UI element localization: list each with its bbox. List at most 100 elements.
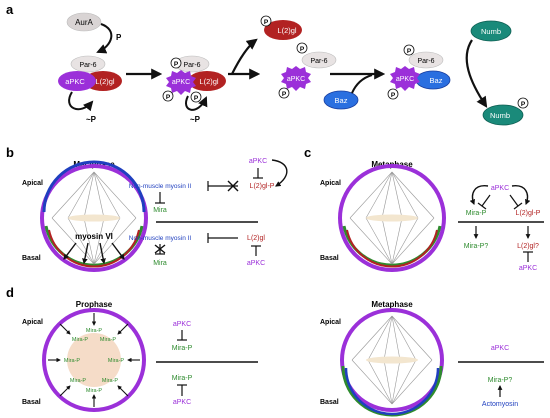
l2gl-ellipse-2 <box>188 71 226 91</box>
par6-ellipse <box>70 55 106 73</box>
par6-label: Par-6 <box>79 62 96 69</box>
d-metaphase-basal: Basal <box>320 399 339 406</box>
apkc-label: aPKC <box>65 77 85 86</box>
b-nm-myosin-bottom: Non-muscle myosin II <box>129 235 192 242</box>
d-mira-p: Mira-P <box>100 337 117 343</box>
c-spindle <box>349 171 435 265</box>
phospho-icon <box>517 97 529 109</box>
d-metaphase-plate <box>366 356 418 364</box>
c-metaphase-plate <box>366 214 418 222</box>
numb-label: Numb <box>481 27 501 36</box>
c-cortex-ring <box>338 164 446 272</box>
d-spindle <box>351 315 433 405</box>
c-apkc-mira-arrow <box>469 185 489 206</box>
panel-label-b: b <box>6 145 14 160</box>
b-basal-label: Basal <box>22 255 41 262</box>
apkc-star-4 <box>390 66 420 91</box>
d-prophase-title: Prophase <box>76 300 113 309</box>
phospho-label: P <box>300 46 305 53</box>
apkc-label-2: aPKC <box>172 79 190 86</box>
aura-p-label: P <box>116 33 122 42</box>
d-mira-p: Mira-P <box>102 378 119 384</box>
phospho-label: P <box>174 61 179 68</box>
b-apkc-phos-arrow <box>271 159 288 187</box>
phospho-label: P <box>166 94 171 101</box>
b-blocked-cross-2 <box>154 244 166 254</box>
b-mira-bottom: Mira <box>153 260 167 267</box>
phospho-label: P <box>264 19 269 26</box>
c-l2gl-p-label: L(2)gl-P <box>516 210 541 217</box>
c-basal-label: Basal <box>320 255 339 262</box>
phospho-label: P <box>282 91 287 98</box>
c-apkc-l2gl-arrow <box>511 185 531 206</box>
apkc-ellipse <box>58 71 96 91</box>
b-spindle <box>51 171 137 265</box>
b-apkc-bottom: aPKC <box>247 260 265 267</box>
d-mira-p: Mira-P <box>108 358 125 364</box>
d-mira-p-bottom: Mira-P <box>172 375 193 382</box>
d-mira-p-cluster: Mira-P Mira-P Mira-P Mira-P Mira-P Mira-… <box>64 328 125 394</box>
apkc-star-3 <box>281 66 311 91</box>
par6-label-2: Par-6 <box>183 62 200 69</box>
d-mira-p: Mira-P <box>64 358 81 364</box>
tilde-p-label-2: ~P <box>190 115 201 124</box>
d-mira-import-arrows <box>48 313 140 407</box>
d-apkc-bottom: aPKC <box>173 399 191 406</box>
free-l2gl-label: L(2)gl <box>277 26 297 35</box>
par6-label-3: Par-6 <box>310 58 327 65</box>
baz-label: Baz <box>335 96 348 105</box>
apkc-label-4: aPKC <box>396 76 414 83</box>
phospho-icon <box>296 42 308 54</box>
b-l2gl-p-label: L(2)gl-P <box>250 183 275 190</box>
baz-ellipse <box>323 90 359 110</box>
d-mira-p: Mira-P <box>70 378 87 384</box>
b-myosin-vi-arrows <box>63 242 125 265</box>
free-l2gl-ellipse <box>264 20 302 40</box>
c-apical-label: Apical <box>320 180 341 187</box>
phospho-icon <box>170 57 182 69</box>
d-nucleus <box>67 333 121 387</box>
d-actomyosin-basal-arc <box>344 367 440 416</box>
b-myosin-ii-apical-arc <box>42 160 146 213</box>
d-apkc-top: aPKC <box>173 321 191 328</box>
c-inhibit-bar <box>513 202 523 210</box>
c-apkc-label: aPKC <box>491 185 509 192</box>
c-mira-pq-label: Mira-P? <box>464 243 489 250</box>
d-mira-p-top: Mira-P <box>172 345 193 352</box>
aura-ellipse <box>66 12 102 32</box>
c-inhibit-mira <box>481 194 491 207</box>
phos-transfer-arrow <box>185 95 208 111</box>
panel-label-a: a <box>6 2 14 17</box>
autophos-arrow <box>68 91 94 112</box>
b-metaphase-plate <box>68 214 120 222</box>
c-inhibit-l2gl <box>509 194 519 207</box>
b-l2gl-basal-arc <box>48 229 140 268</box>
d-prophase-cortex <box>42 308 146 412</box>
phospho-label: P <box>521 101 526 108</box>
d-mira-basal-arc <box>341 365 443 417</box>
l2gl-label-2: L(2)gl <box>199 77 219 86</box>
numb-p-ellipse <box>482 104 524 126</box>
panel-label-d: d <box>6 285 14 300</box>
b-myosin-vi-label: myosin VI <box>75 232 113 241</box>
phospho-label: P <box>407 48 412 55</box>
numb-phos-arrow <box>465 39 488 108</box>
b-l2gl-label: L(2)gl <box>247 235 265 242</box>
d-mira-p: Mira-P <box>72 337 89 343</box>
b-apkc-top: aPKC <box>249 158 267 165</box>
phospho-icon <box>260 15 272 27</box>
c-l2gl-basal-arc <box>346 229 438 268</box>
aura-arrow <box>96 23 113 54</box>
aura-label: AurA <box>75 18 93 27</box>
c-mira-p-label: Mira-P <box>466 210 487 217</box>
d-mira-p: Mira-P <box>86 388 103 394</box>
numb-p-label: Numb <box>490 111 510 120</box>
d-metaphase-cortex <box>340 308 444 412</box>
panel-label-c: c <box>304 145 311 160</box>
c-inhibit-bar <box>477 202 487 210</box>
b-cortex-ring <box>40 164 148 272</box>
d-apical-label: Apical <box>22 319 43 326</box>
baz-label-2: Baz <box>430 76 443 85</box>
par6-ellipse-4 <box>408 51 444 69</box>
